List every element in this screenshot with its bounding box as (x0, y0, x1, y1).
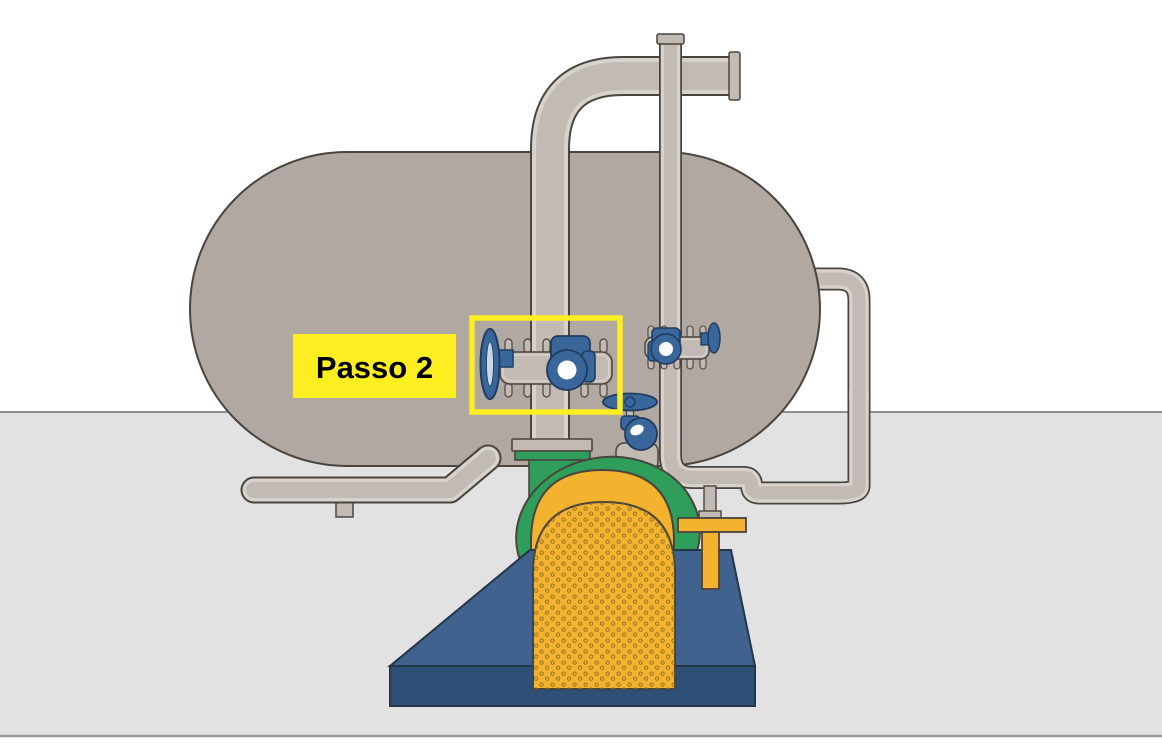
gate-valve-body (624, 417, 658, 451)
suction-flange (511, 438, 593, 452)
valve-assembly-secondary (644, 322, 721, 370)
valve-assembly-highlighted[interactable] (479, 328, 613, 400)
pump-assembly (387, 392, 757, 707)
step-highlight-box (469, 315, 623, 415)
tank-skid-support (240, 444, 502, 518)
recirculation-pipe (656, 33, 871, 505)
gate-valve-highlight (630, 424, 644, 436)
step-label-background (293, 334, 456, 398)
valve-bolt (557, 360, 577, 380)
valve-handwheel (707, 322, 721, 354)
support-table (677, 517, 747, 590)
pipe-top-cap (656, 33, 685, 45)
step-label-text: Passo 2 (316, 350, 433, 385)
valve-bolt (659, 342, 673, 356)
step-label: Passo 2 (293, 334, 456, 398)
suction-flange-green (514, 450, 591, 461)
main-fill-pipe (530, 51, 741, 444)
tank-right-outlet-pipe (800, 267, 871, 420)
motor (532, 500, 676, 690)
pipe-end-cap (728, 51, 741, 101)
flange-studs (504, 338, 608, 398)
storage-tank (189, 151, 821, 467)
